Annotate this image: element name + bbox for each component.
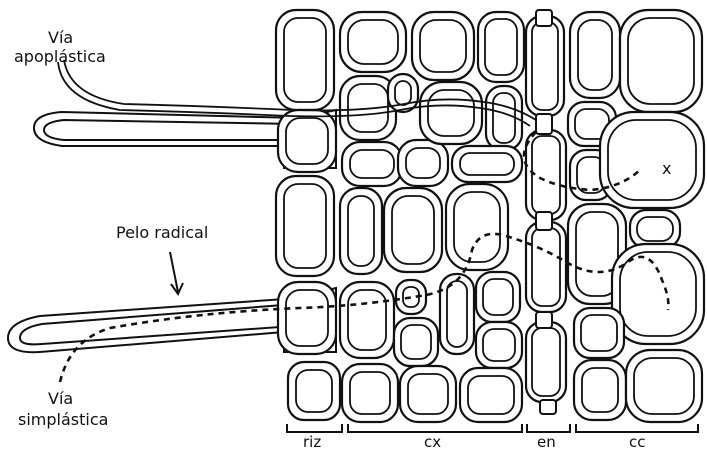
cortex-cells bbox=[340, 12, 524, 422]
label-via-simplastica-1: Vía bbox=[48, 389, 73, 408]
region-label-riz: riz bbox=[303, 433, 321, 450]
label-via-apoplastica-2: apoplástica bbox=[14, 47, 106, 66]
label-via-simplastica-2: simplástica bbox=[18, 410, 108, 429]
rhizodermis-cells bbox=[276, 10, 340, 420]
region-label-cx: cx bbox=[424, 433, 441, 450]
label-via-apoplastica-1: Vía bbox=[48, 28, 73, 47]
region-label-cc: cc bbox=[629, 433, 646, 450]
region-label-en: en bbox=[537, 433, 556, 450]
endodermis-cells bbox=[526, 16, 566, 402]
label-x-marker: x bbox=[662, 159, 671, 178]
pelo-radical-arrow bbox=[170, 252, 183, 294]
label-pelo-radical: Pelo radical bbox=[116, 223, 208, 242]
central-cylinder-cells bbox=[568, 10, 704, 422]
region-brackets bbox=[287, 424, 698, 432]
